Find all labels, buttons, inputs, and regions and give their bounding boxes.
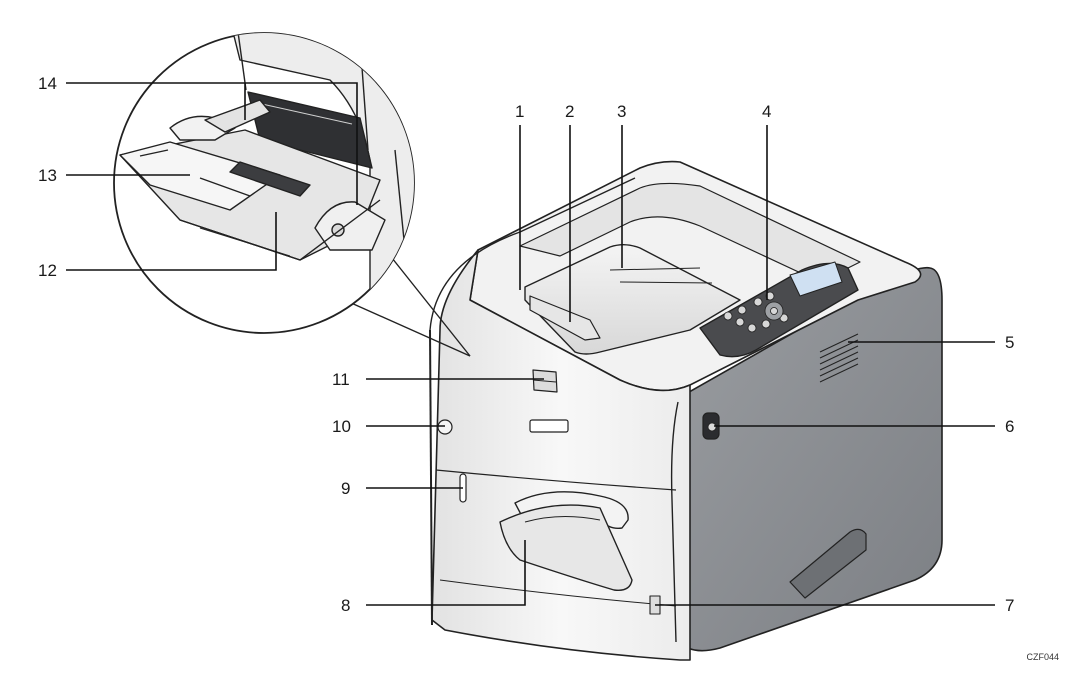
leader-lines bbox=[66, 82, 995, 606]
leader-8 bbox=[366, 540, 526, 606]
zoom-circle bbox=[113, 32, 415, 334]
callout-9: 9 bbox=[341, 479, 351, 498]
printer-body bbox=[429, 160, 943, 661]
callout-4: 4 bbox=[762, 102, 772, 121]
callout-13: 13 bbox=[38, 166, 57, 185]
callout-1: 1 bbox=[515, 102, 525, 121]
leader-12 bbox=[66, 212, 277, 271]
zoom-wedge bbox=[339, 257, 471, 357]
callout-6: 6 bbox=[1005, 417, 1015, 436]
callout-14: 14 bbox=[38, 74, 57, 93]
callout-5: 5 bbox=[1005, 333, 1015, 352]
callout-12: 12 bbox=[38, 261, 57, 280]
callout-11: 11 bbox=[332, 370, 350, 389]
callout-2: 2 bbox=[565, 102, 575, 121]
leader-14 bbox=[66, 82, 358, 205]
callout-8: 8 bbox=[341, 596, 351, 615]
callout-10: 10 bbox=[332, 417, 351, 436]
callout-7: 7 bbox=[1005, 596, 1015, 615]
figure-code: CZF044 bbox=[1026, 652, 1059, 662]
callout-3: 3 bbox=[617, 102, 627, 121]
